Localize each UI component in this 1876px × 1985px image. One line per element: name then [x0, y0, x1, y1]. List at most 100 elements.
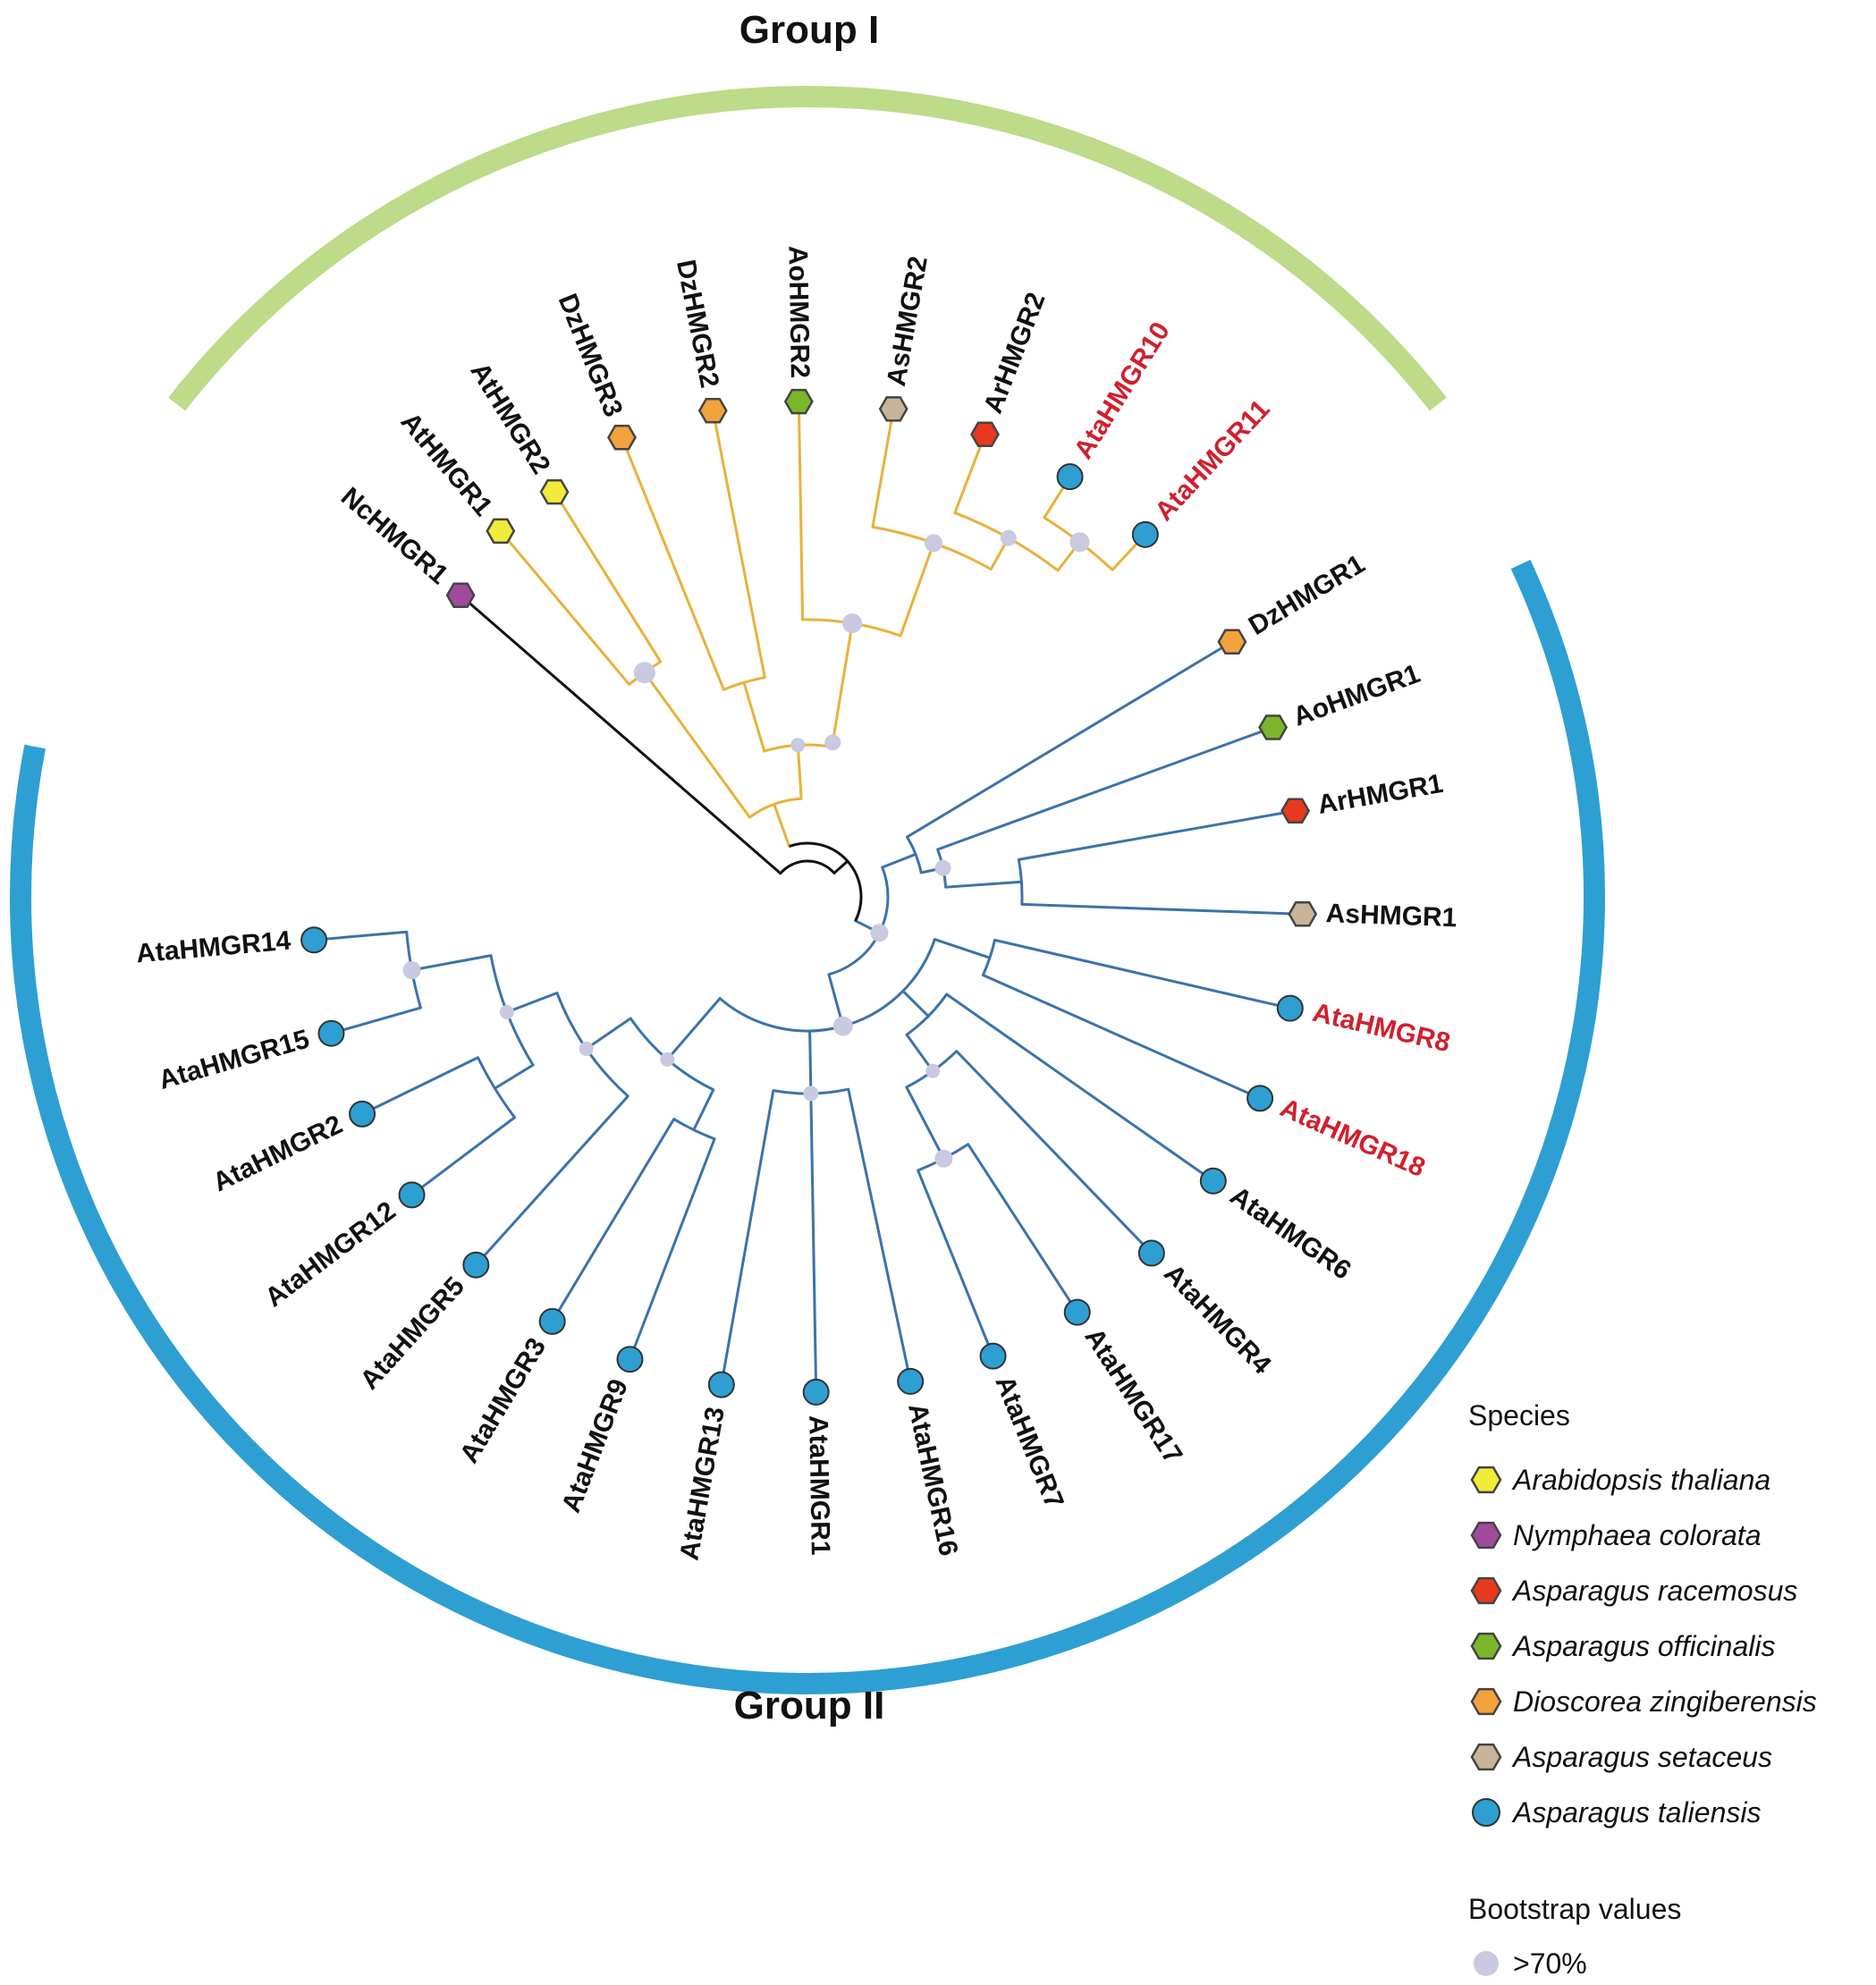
branch: [325, 930, 409, 941]
legend-label-as: Asparagus setaceus: [1511, 1741, 1772, 1773]
bootstrap-dot: [499, 1005, 514, 1020]
branch: [808, 1029, 813, 1095]
branch: [905, 1033, 934, 1073]
legend-marker-at: [1470, 1466, 1502, 1494]
branch: [692, 1088, 715, 1132]
branch-arc: [477, 1057, 516, 1119]
bootstrap-dot: [934, 859, 951, 876]
leaf-marker-atahmgr15: [317, 1019, 345, 1047]
branch: [724, 783, 751, 819]
bootstrap-dot: [790, 738, 806, 753]
branch: [945, 992, 1204, 1176]
branch: [643, 671, 728, 787]
branch: [944, 880, 1023, 889]
leaf-label-atahmgr9: AtaHMGR9: [556, 1375, 634, 1516]
leaf-label-atahmgr6: AtaHMGR6: [1225, 1181, 1356, 1286]
group-i-arc: [168, 86, 1447, 411]
leaf-marker-atahmgr6: [1199, 1167, 1227, 1195]
legend-marker-as: [1470, 1743, 1502, 1771]
legend-marker-dz: [1470, 1687, 1502, 1716]
bootstrap-dot: [870, 924, 889, 942]
leaf-marker-atahmgr13: [707, 1371, 735, 1398]
legend-marker-ar: [1470, 1576, 1502, 1605]
branch: [933, 938, 992, 959]
leaf-label-atahmgr3: AtaHMGR3: [454, 1333, 552, 1468]
leaf-label-atahmgr12: AtaHMGR12: [259, 1196, 401, 1313]
leaf-label-atahmgr7: AtaHMGR7: [989, 1372, 1069, 1513]
leaf-marker-atahmgr9: [616, 1346, 644, 1373]
leaf-marker-atahmgr16: [897, 1367, 925, 1395]
leaf-label-atahmgr10: AtaHMGR10: [1069, 317, 1176, 465]
leaf-marker-aohmgr2: [783, 388, 814, 415]
leaf-label-atahmgr18: AtaHMGR18: [1276, 1093, 1430, 1183]
branch: [342, 1006, 422, 1032]
leaf-label-atahmgr5: AtaHMGR5: [355, 1271, 470, 1396]
bootstrap-markers: [402, 529, 1090, 1168]
branch: [585, 1017, 632, 1051]
branch: [955, 1050, 1145, 1246]
leaf-marker-atahmgr3: [538, 1307, 566, 1335]
leaf-label-atahmgr2: AtaHMGR2: [208, 1110, 347, 1197]
branch: [905, 1085, 945, 1161]
leaf-marker-atahmgr2: [349, 1100, 376, 1128]
branch-arc: [723, 676, 765, 691]
leaf-label-atahmgr17: AtaHMGR17: [1078, 1323, 1187, 1469]
leaf-marker-atahmgr4: [1137, 1239, 1165, 1267]
branch: [1111, 542, 1138, 571]
leaf-label-dzhmgr1: DzHMGR1: [1244, 549, 1370, 641]
branch: [881, 852, 917, 869]
leaf-marker-atahmgr8: [1276, 994, 1304, 1022]
legend-label-ata: Asparagus taliensis: [1511, 1796, 1761, 1829]
bootstrap-dot: [925, 534, 943, 553]
branch: [773, 803, 791, 849]
branch-arc: [1017, 859, 1024, 905]
leaf-label-dzhmgr3: DzHMGR3: [553, 290, 629, 421]
branch: [505, 992, 559, 1014]
leaf-label-athmgr1: AtHMGR1: [395, 407, 498, 521]
branch: [993, 938, 1280, 1007]
legend-marker-ata: [1472, 1798, 1500, 1827]
branch: [905, 646, 1223, 839]
bootstrap-dot: [934, 1149, 953, 1168]
branch: [936, 730, 1263, 851]
branch: [372, 1056, 479, 1111]
leaf-label-ashmgr2: AsHMGR2: [882, 254, 934, 388]
branch: [1020, 902, 1292, 916]
branch-arc: [906, 993, 948, 1036]
group-i-label: Group I: [739, 8, 879, 52]
branch: [901, 989, 930, 1018]
leaf-marker-atahmgr1: [802, 1378, 830, 1406]
branch: [493, 1063, 535, 1090]
legend-label-ao: Asparagus officinalis: [1511, 1630, 1775, 1662]
leaf-label-atahmgr4: AtaHMGR4: [1158, 1259, 1277, 1381]
branch: [469, 602, 782, 875]
bootstrap-dot: [842, 613, 863, 634]
leaf-marker-dzhmgr3: [607, 425, 637, 451]
branch: [665, 997, 722, 1061]
branch: [831, 621, 854, 744]
branch-arc: [672, 1118, 715, 1141]
branch: [420, 1116, 517, 1189]
leaf-label-athmgr2: AtHMGR2: [464, 358, 555, 479]
branch: [847, 1087, 909, 1371]
bootstrap-dot: [1000, 529, 1017, 546]
leaf-markers: [300, 388, 1318, 1406]
legend-label-dz: Dioscorea zingiberensis: [1513, 1685, 1817, 1718]
leaf-marker-aohmgr1: [1258, 714, 1289, 740]
leaf-marker-athmgr1: [486, 518, 516, 545]
legend-label-at: Arabidopsis thaliana: [1511, 1464, 1770, 1496]
leaf-marker-dzhmgr1: [1217, 629, 1247, 655]
branch: [832, 859, 849, 874]
branch: [981, 973, 1250, 1095]
leaf-marker-atahmgr7: [979, 1342, 1007, 1370]
leaf-marker-ashmgr2: [878, 396, 908, 422]
legend-bootstrap-marker: [1474, 1951, 1499, 1976]
bootstrap-dot: [832, 1016, 853, 1036]
branch: [714, 421, 766, 680]
leaf-marker-atahmgr11: [1131, 520, 1159, 548]
branch: [625, 447, 725, 691]
leaf-marker-atahmgr10: [1056, 463, 1084, 491]
leaf-label-atahmgr1: AtaHMGR1: [803, 1415, 835, 1556]
branch: [507, 539, 631, 687]
